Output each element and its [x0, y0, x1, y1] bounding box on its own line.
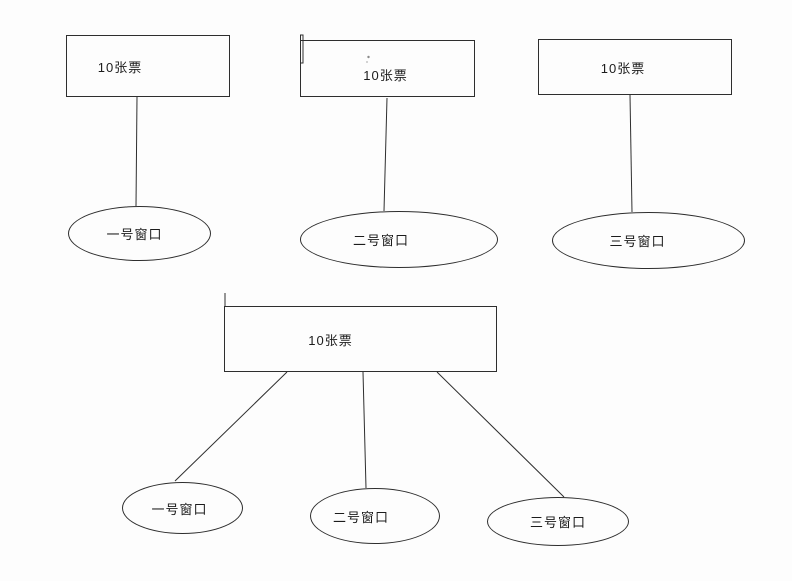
- window-ellipse-2-label: 二号窗口: [352, 233, 409, 248]
- window-ellipse-1-label: 一号窗口: [106, 227, 163, 242]
- connector-box2-window2: [383, 97, 388, 212]
- ticket-box-3: 10张票: [538, 39, 732, 95]
- ticket-box-2: 10张票: [300, 40, 475, 97]
- connector-box1-window1: [135, 96, 138, 207]
- ticket-box-1: 10张票: [66, 35, 230, 97]
- window-ellipse-1: 一号窗口: [68, 206, 211, 261]
- ticket-box-1-label: 10张票: [97, 59, 143, 75]
- ticket-box-2-label: 10张票: [363, 68, 408, 83]
- connector-box3-window3: [629, 94, 633, 213]
- ticket-box-bottom: 10张票: [224, 306, 497, 372]
- connector-bottombox-window2: [362, 371, 367, 489]
- window-ellipse-2: 二号窗口: [300, 211, 498, 268]
- ticket-box-3-label: 10张票: [600, 60, 646, 76]
- ticket-box-bottom-label: 10张票: [308, 332, 353, 348]
- window-ellipse-3-label: 三号窗口: [609, 234, 666, 249]
- window-ellipse-bottom-2-label: 二号窗口: [332, 509, 389, 525]
- connector-bottombox-window3: [436, 371, 565, 498]
- window-ellipse-bottom-3-label: 三号窗口: [529, 515, 586, 530]
- window-ellipse-bottom-1-label: 一号窗口: [151, 501, 208, 517]
- window-ellipse-bottom-3: 三号窗口: [487, 497, 629, 546]
- connector-bottombox-window1: [174, 371, 288, 482]
- window-ellipse-bottom-2: 二号窗口: [310, 488, 440, 544]
- window-ellipse-3: 三号窗口: [552, 212, 745, 269]
- window-ellipse-bottom-1: 一号窗口: [122, 482, 243, 534]
